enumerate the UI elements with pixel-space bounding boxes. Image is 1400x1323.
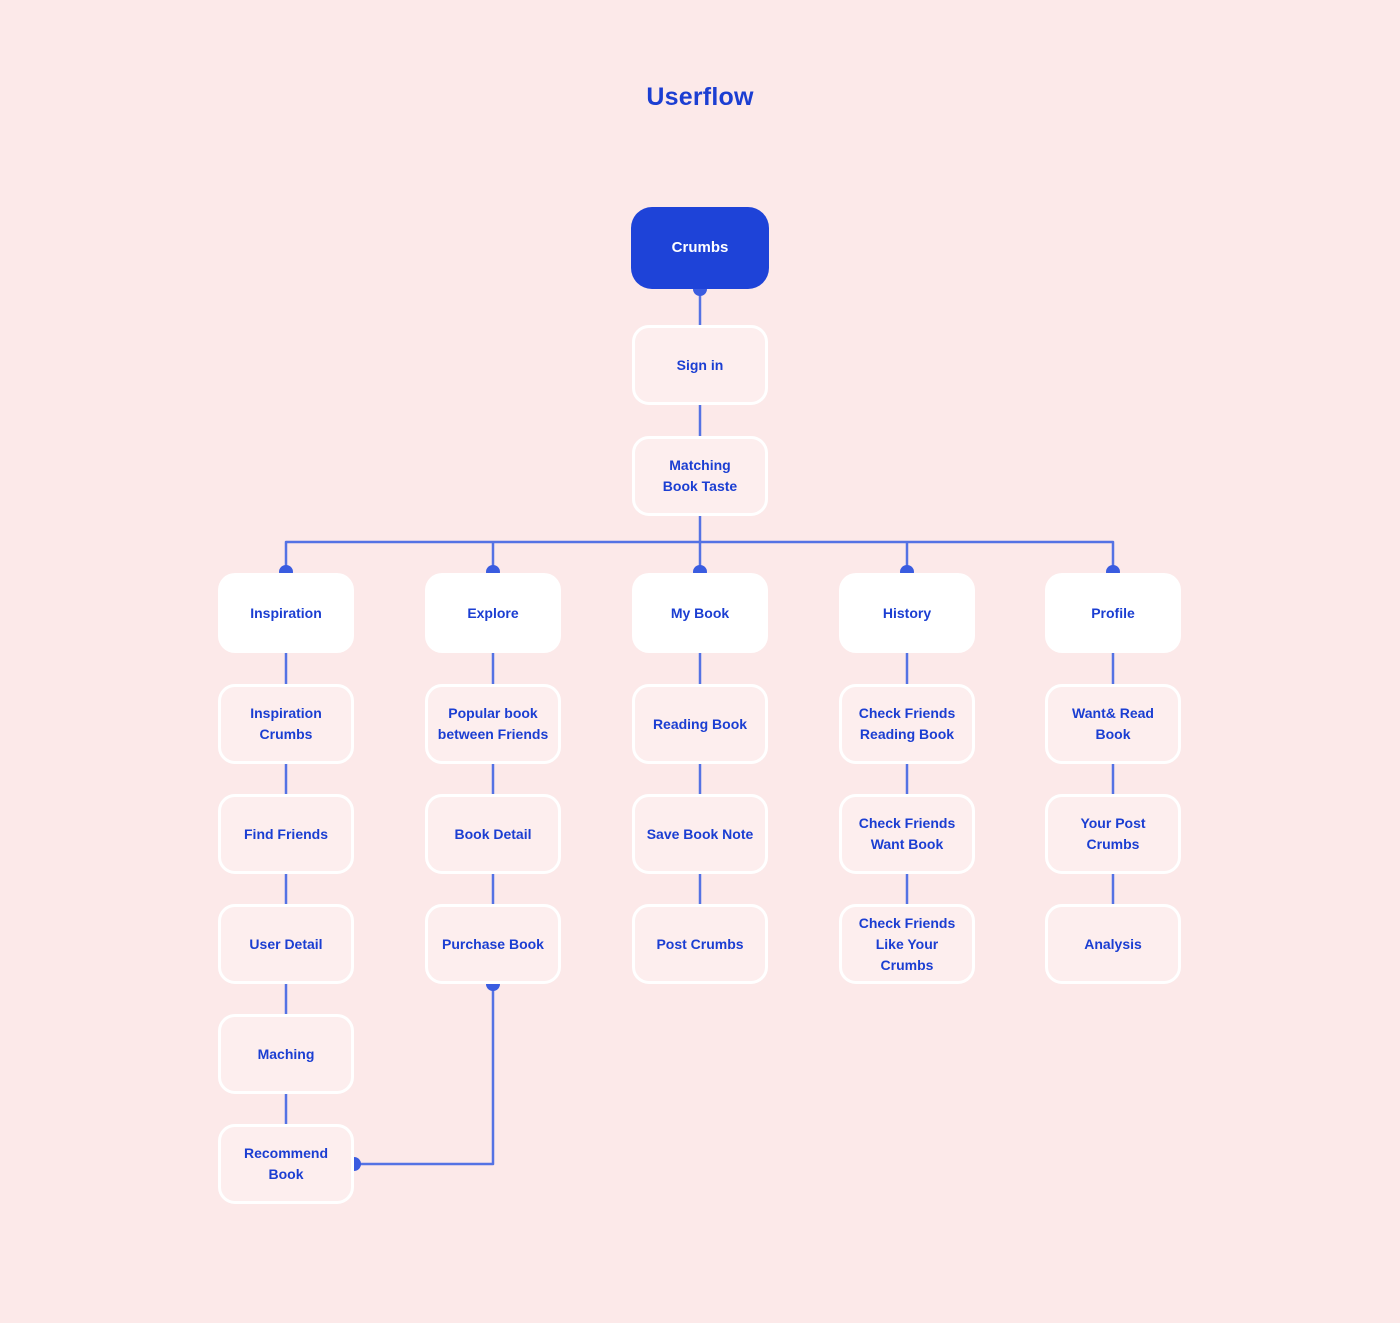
node-check-friends-want-book: Check Friends Want Book (839, 794, 975, 874)
node-label: History (882, 604, 932, 621)
node-label: Purchase Book (442, 935, 544, 952)
node-popular-book-between-friends: Popular book between Friends (425, 684, 561, 764)
tree-edges (284, 289, 1115, 1166)
node-profile: Profile (1045, 573, 1181, 653)
node-check-friends-like-your-crumbs: Check Friends Like Your Crumbs (839, 904, 975, 984)
node-label: Analysis (1084, 935, 1142, 952)
node-recommend-book: Recommend Book (218, 1124, 354, 1204)
node-my-book: My Book (632, 573, 768, 653)
node-label: Check Friends Reading Book (858, 705, 956, 742)
node-reading-book: Reading Book (632, 684, 768, 764)
node-label: Inspiration (250, 604, 322, 621)
node-inspiration-crumbs: Inspiration Crumbs (218, 684, 354, 764)
node-maching: Maching (218, 1014, 354, 1094)
node-label: Popular book between Friends (437, 705, 549, 742)
node-label: Book Detail (454, 825, 532, 842)
node-inspiration: Inspiration (218, 573, 354, 653)
node-sign-in: Sign in (632, 325, 768, 405)
node-label: User Detail (249, 935, 323, 952)
node-label: Sign in (676, 356, 724, 373)
node-label: Crumbs (671, 238, 729, 256)
node-history: History (839, 573, 975, 653)
node-label: Post Crumbs (656, 935, 744, 952)
node-label: Recommend Book (243, 1145, 329, 1182)
node-label: Explore (467, 604, 519, 621)
node-your-post-crumbs: Your Post Crumbs (1045, 794, 1181, 874)
node-want-read-book: Want& Read Book (1045, 684, 1181, 764)
node-label: Maching (257, 1045, 315, 1062)
node-label: Profile (1091, 604, 1135, 621)
node-label: Check Friends Want Book (858, 815, 956, 852)
node-matching-book-taste: Matching Book Taste (632, 436, 768, 516)
node-crumbs: Crumbs (631, 207, 769, 289)
node-analysis: Analysis (1045, 904, 1181, 984)
node-post-crumbs: Post Crumbs (632, 904, 768, 984)
node-save-book-note: Save Book Note (632, 794, 768, 874)
node-label: Want& Read Book (1072, 705, 1154, 742)
page-title: Userflow (646, 83, 754, 111)
node-purchase-book: Purchase Book (425, 904, 561, 984)
node-label: My Book (670, 604, 730, 621)
node-label: Check Friends Like Your Crumbs (858, 914, 956, 973)
node-label: Reading Book (652, 715, 748, 732)
node-label: Your Post Crumbs (1080, 815, 1146, 852)
node-label: Find Friends (244, 825, 328, 842)
node-find-friends: Find Friends (218, 794, 354, 874)
node-explore: Explore (425, 573, 561, 653)
node-label: Inspiration Crumbs (250, 705, 322, 742)
node-label: Save Book Note (646, 825, 754, 842)
node-label: Matching Book Taste (662, 457, 738, 494)
node-user-detail: User Detail (218, 904, 354, 984)
node-book-detail: Book Detail (425, 794, 561, 874)
node-check-friends-reading-book: Check Friends Reading Book (839, 684, 975, 764)
